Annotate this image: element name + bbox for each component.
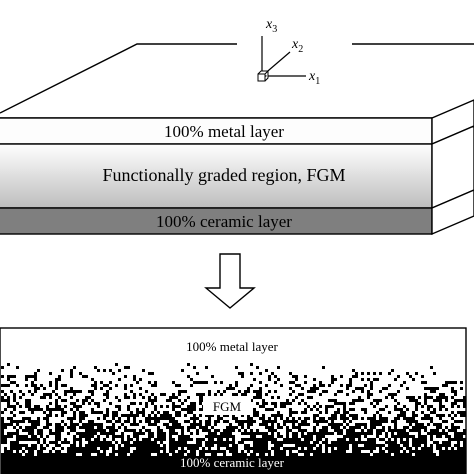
micro-metal-layer-label: 100% metal layer (186, 339, 278, 354)
micro-ceramic-layer-label: 100% ceramic layer (180, 455, 285, 470)
ceramic-particles (1, 363, 466, 474)
ceramic-layer-face (0, 207, 433, 235)
fgm-region-face (0, 143, 433, 209)
x2-axis-label: x2 (291, 37, 303, 55)
x1-axis-label: x1 (308, 69, 320, 87)
ceramic-layer-side (431, 189, 474, 236)
down-arrow-icon (204, 253, 256, 309)
metal-layer-side (431, 99, 474, 146)
coordinate-axes: x3 x2 x1 (257, 17, 320, 87)
microstructure-speckle (1, 363, 466, 474)
plate-top-face (0, 43, 474, 114)
origin-cube-icon (257, 70, 270, 82)
metal-layer-face (0, 117, 433, 145)
fgm-region-side (431, 125, 474, 210)
microstructure-panel: 100% metal layer FGM 100% ceramic layer (0, 327, 467, 474)
micro-fgm-label: FGM (213, 399, 242, 414)
x3-axis-label: x3 (265, 17, 277, 35)
ceramic-layer-label: 100% ceramic layer (156, 212, 292, 231)
micro-fgm-label-bg (203, 396, 251, 415)
layered-plate: 100% metal layer Functionally graded reg… (0, 43, 474, 236)
metal-layer-label: 100% metal layer (164, 122, 284, 141)
fgm-region-label: Functionally graded region, FGM (103, 165, 346, 185)
